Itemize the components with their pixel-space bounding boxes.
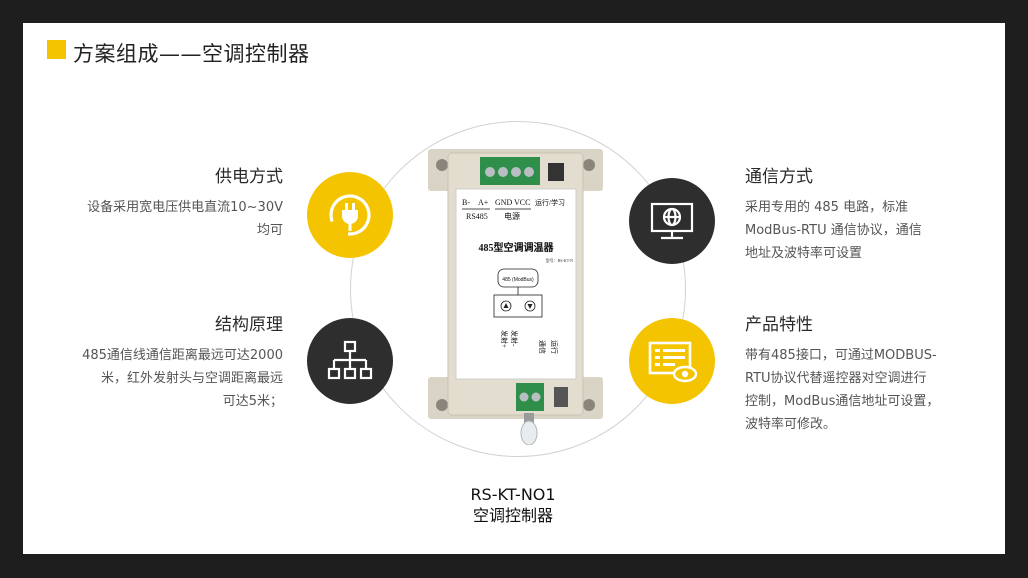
terminal-label: B- bbox=[462, 198, 470, 207]
product-badge bbox=[629, 318, 715, 404]
model-small: 型号：RS-KT-N bbox=[546, 257, 574, 263]
power-desc-line: 设备采用宽电压供电直流10~30V bbox=[87, 200, 283, 215]
title-accent-square bbox=[47, 40, 66, 59]
side-label: 通信 bbox=[538, 340, 547, 354]
comm-description: 采用专用的 485 电路，标准 ModBus-RTU 通信协议，通信 地址及波特… bbox=[745, 196, 985, 265]
comm-badge bbox=[629, 178, 715, 264]
mode-label: 485 (ModBus) bbox=[502, 277, 534, 283]
structure-desc-line: 可达5米； bbox=[222, 394, 283, 409]
comm-heading: 通信方式 bbox=[745, 167, 813, 187]
side-label: 运行 bbox=[550, 340, 559, 354]
slide: 方案组成——空调控制器 供电方式 设备采用宽电压供电直流10~30V 均可 结构… bbox=[23, 23, 1005, 554]
device-name: 空调控制器 bbox=[472, 506, 553, 525]
side-label: 发射- bbox=[510, 330, 519, 347]
device-illustration: B- A+ GND VCC 运行/学习 RS485 电源 485型空调调温器 型… bbox=[428, 149, 603, 445]
product-description: 带有485接口，可通过MODBUS- RTU协议代替遥控器对空调进行 控制，Mo… bbox=[745, 344, 995, 436]
structure-badge bbox=[307, 318, 393, 404]
terminal-label: VCC bbox=[514, 198, 530, 207]
terminal-label: A+ bbox=[478, 198, 489, 207]
decorative-ring bbox=[350, 121, 686, 457]
comm-desc-line: 地址及波特率可设置 bbox=[745, 246, 863, 261]
plug-icon bbox=[329, 194, 371, 236]
side-label: 发射+ bbox=[500, 330, 509, 348]
power-badge bbox=[307, 172, 393, 258]
monitor-globe-icon bbox=[650, 202, 694, 240]
structure-heading: 结构原理 bbox=[215, 315, 283, 335]
network-tree-icon bbox=[327, 340, 373, 380]
panel-eye-icon bbox=[648, 341, 698, 383]
device-model: RS-KT-NO1 bbox=[470, 485, 556, 504]
product-desc-line: 带有485接口，可通过MODBUS- bbox=[745, 348, 937, 363]
product-name: 485型空调调温器 bbox=[479, 241, 555, 254]
structure-desc-line: 米，红外发射头与空调距离最远 bbox=[100, 371, 283, 386]
product-desc-line: 波特率可修改。 bbox=[745, 417, 837, 432]
page-title: 方案组成——空调控制器 bbox=[73, 42, 310, 66]
product-heading: 产品特性 bbox=[745, 315, 813, 335]
product-desc-line: RTU协议代替遥控器对空调进行 bbox=[745, 371, 927, 386]
structure-description: 485通信线通信距离最远可达2000 米，红外发射头与空调距离最远 可达5米； bbox=[33, 344, 283, 413]
power-heading: 供电方式 bbox=[215, 167, 283, 187]
power-label: 电源 bbox=[504, 211, 520, 221]
terminal-label: 运行/学习 bbox=[535, 198, 565, 207]
device-caption: RS-KT-NO1 空调控制器 bbox=[423, 484, 603, 526]
structure-desc-line: 485通信线通信距离最远可达2000 bbox=[82, 348, 283, 363]
comm-desc-line: 采用专用的 485 电路，标准 bbox=[745, 200, 909, 215]
product-desc-line: 控制，ModBus通信地址可设置， bbox=[745, 394, 940, 409]
comm-desc-line: ModBus-RTU 通信协议，通信 bbox=[745, 223, 922, 238]
power-desc-line: 均可 bbox=[256, 223, 283, 238]
power-description: 设备采用宽电压供电直流10~30V 均可 bbox=[43, 196, 283, 242]
terminal-label: GND bbox=[495, 198, 513, 207]
bus-label: RS485 bbox=[466, 212, 488, 221]
